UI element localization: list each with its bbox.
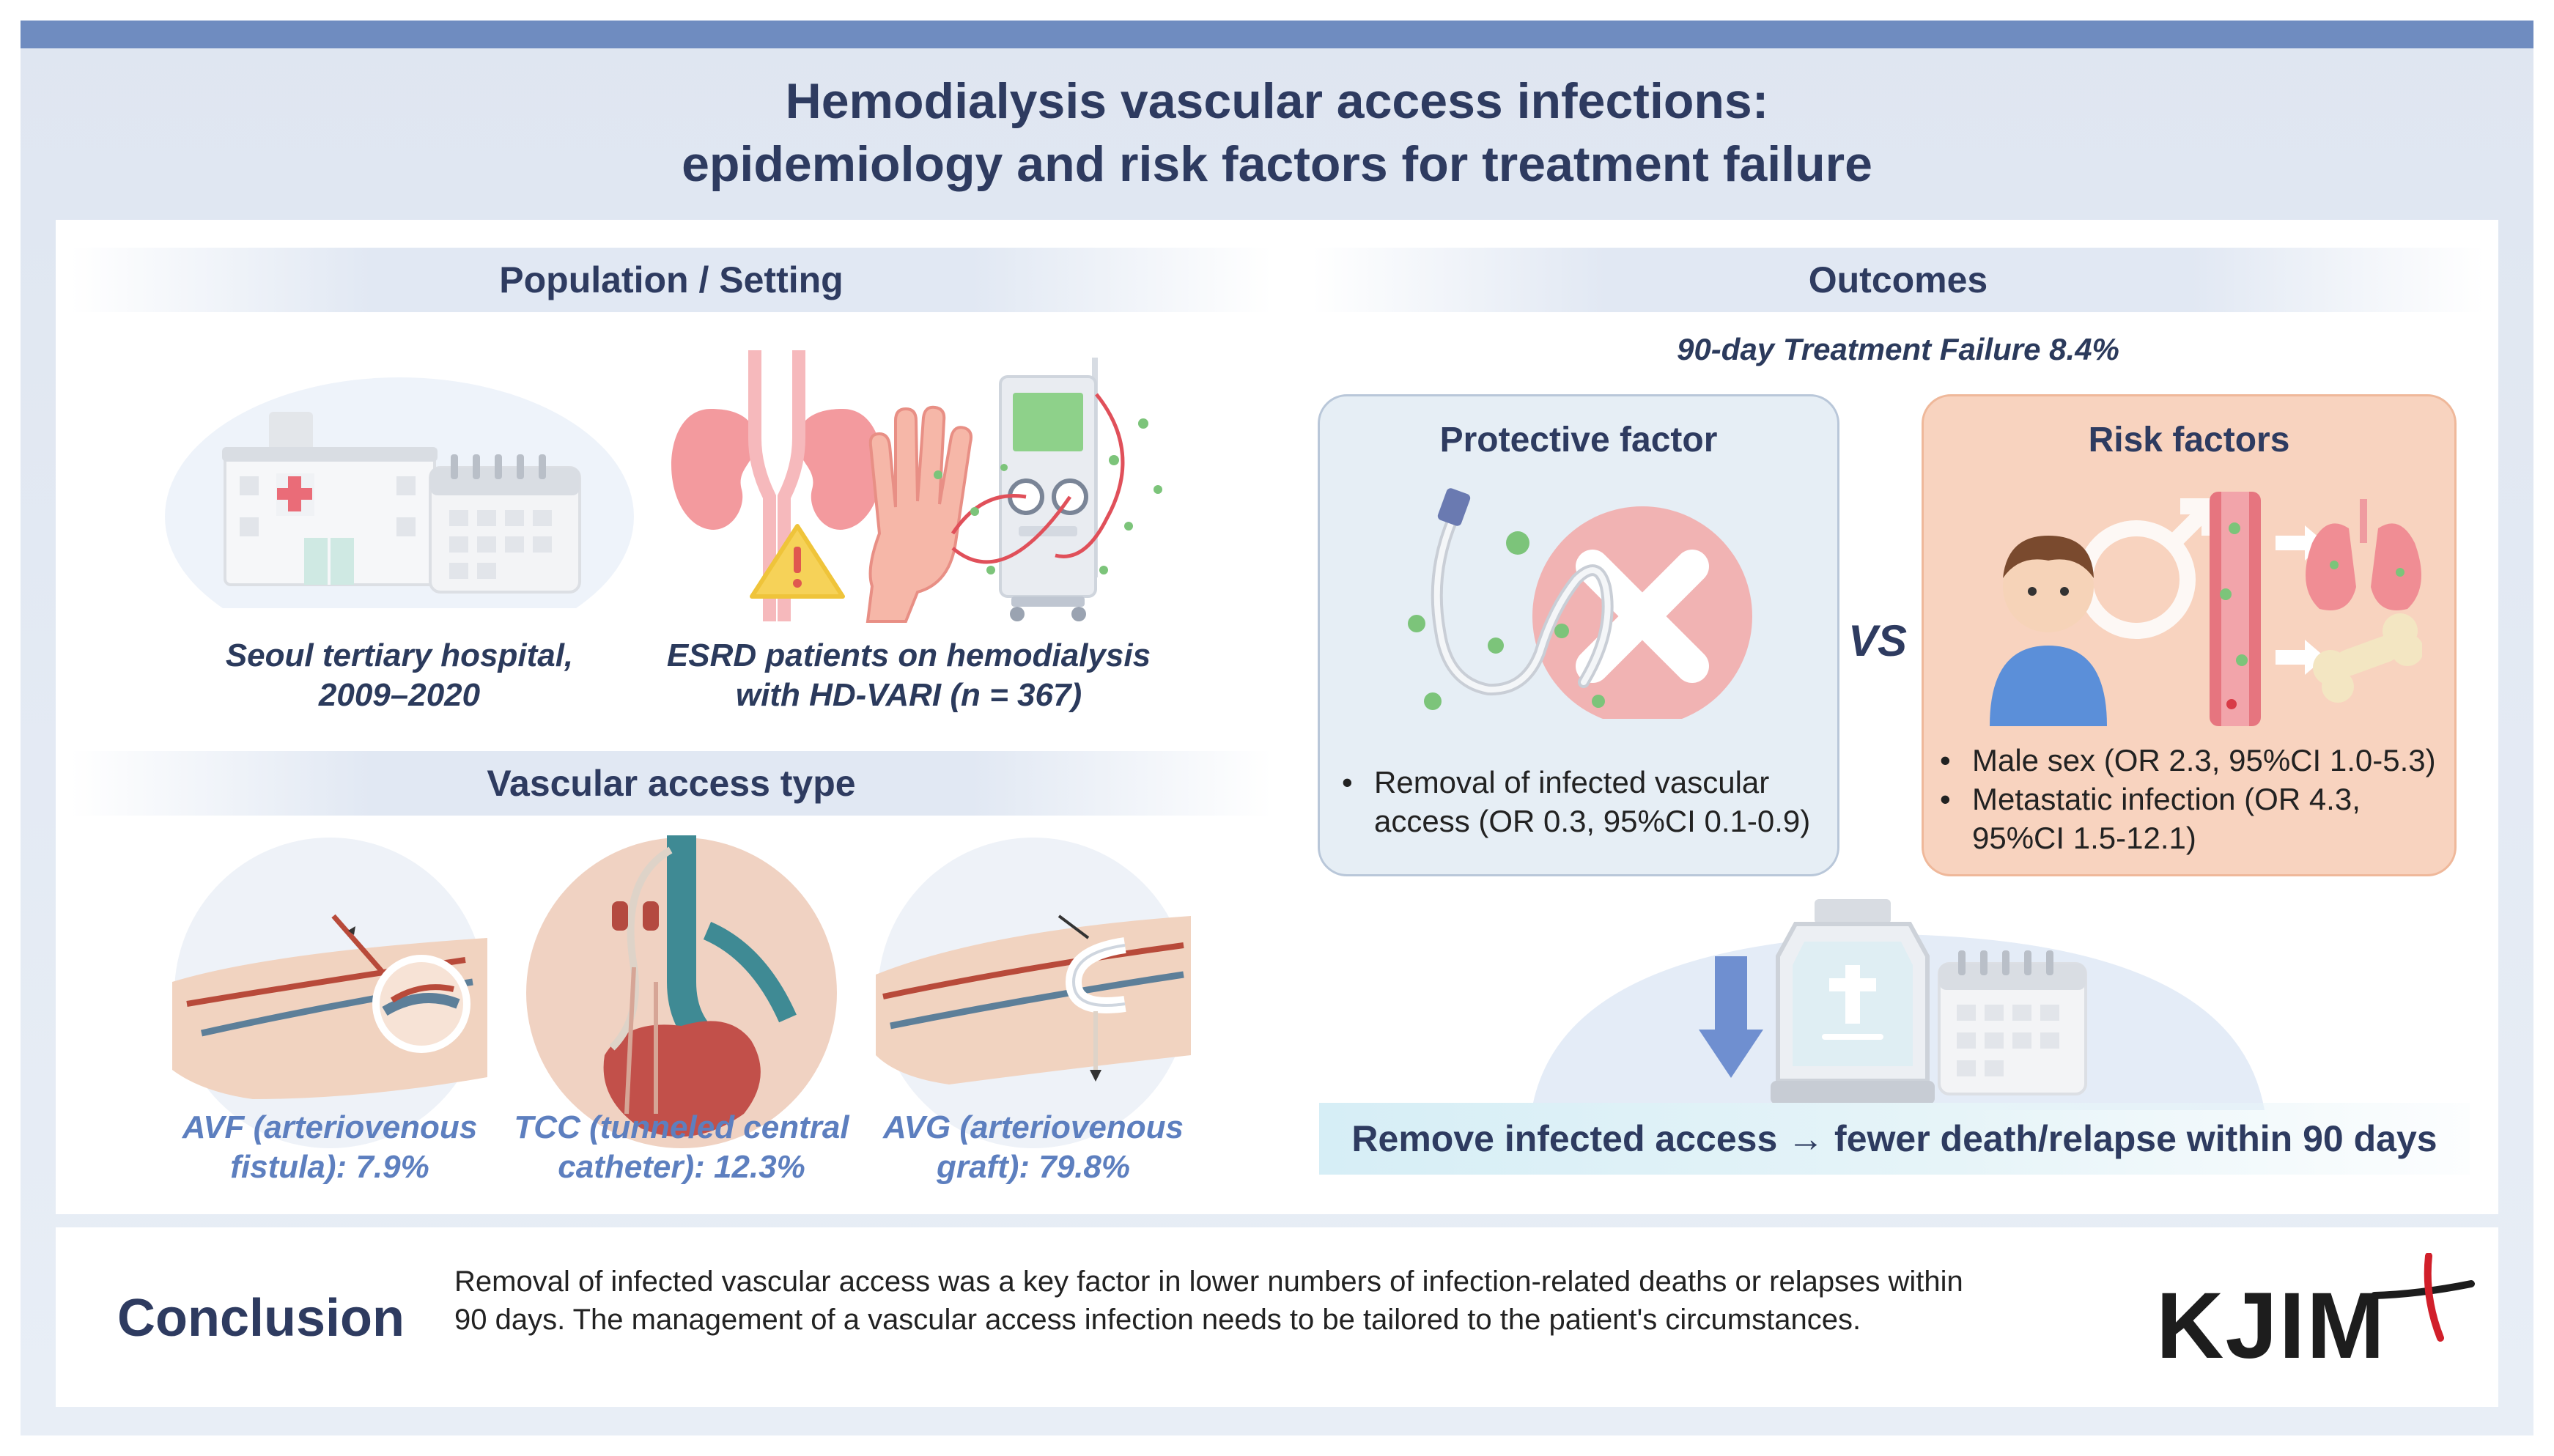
- conclusion-panel: [56, 1227, 2498, 1407]
- top-accent-bar: [21, 21, 2533, 48]
- protective-factor-box: Protective factor Removal of infected va…: [1318, 394, 1839, 876]
- protective-factor-list: Removal of infected vascular access (OR …: [1333, 763, 1824, 840]
- tcc-caption-line-2: catheter): 12.3%: [558, 1149, 805, 1185]
- tombstone-icon: [1771, 899, 1935, 1104]
- male-patient-icon: [1990, 536, 2107, 726]
- risk-factor-item-metastatic: Metastatic infection (OR 4.3, 95%CI 1.5-…: [1931, 780, 2444, 857]
- avf-caption-line-1: AVF (arteriovenous: [182, 1109, 478, 1145]
- outcome-summary-banner: Remove infected access → fewer death/rel…: [1319, 1103, 2470, 1175]
- hospital-icon: [222, 412, 438, 586]
- patients-caption-line-2: with HD-VARI (n = 367): [735, 677, 1082, 713]
- tcc-illustration: [526, 835, 837, 1148]
- patients-caption-line-1: ESRD patients on hemodialysis: [666, 638, 1151, 673]
- infographic-title: Hemodialysis vascular access infections:…: [0, 70, 2554, 196]
- lungs-icon: [2306, 499, 2421, 610]
- avf-illustration: [172, 838, 487, 1148]
- hospital-caption-line-2: 2009–2020: [318, 677, 481, 713]
- bacteria-dots: [934, 418, 1162, 574]
- blood-vessel-icon: [2210, 492, 2261, 726]
- down-arrow-icon: [1699, 956, 1763, 1078]
- kidney-icon: [671, 350, 882, 621]
- avg-illustration: [876, 838, 1191, 1148]
- protective-factor-item: Removal of infected vascular access (OR …: [1333, 763, 1824, 840]
- vs-label: VS: [1848, 616, 1908, 665]
- male-symbol-icon: [2077, 498, 2218, 639]
- bacteria-icon: [1408, 531, 1605, 710]
- risk-factor-box: Risk factors: [1922, 394, 2457, 876]
- hospital-calendar-illustration: [165, 377, 634, 608]
- avg-caption-line-1: AVG (arteriovenous: [883, 1109, 1184, 1145]
- hand-icon: [866, 405, 972, 623]
- warning-icon: [750, 524, 845, 599]
- title-line-1: Hemodialysis vascular access infections:: [785, 73, 1769, 129]
- treatment-failure-rate: 90-day Treatment Failure 8.4%: [1677, 332, 2119, 366]
- tcc-caption: TCC (tunneled central catheter): 12.3%: [509, 1108, 854, 1187]
- kjim-logo: KJIM: [2156, 1274, 2386, 1378]
- outcomes-heading: Outcomes: [1312, 248, 2484, 312]
- kjim-logo-mark-icon: [2371, 1253, 2475, 1342]
- avf-caption-line-2: fistula): 7.9%: [230, 1149, 429, 1185]
- population-heading: Population / Setting: [70, 248, 1272, 312]
- hospital-caption-line-1: Seoul tertiary hospital,: [225, 638, 574, 673]
- patients-caption: ESRD patients on hemodialysis with HD-VA…: [645, 636, 1173, 715]
- bone-icon: [2313, 613, 2422, 703]
- calendar-icon: [429, 454, 581, 594]
- tcc-caption-line-1: TCC (tunneled central: [514, 1109, 849, 1145]
- conclusion-text: Removal of infected vascular access was …: [454, 1265, 1963, 1336]
- risk-factor-item-male: Male sex (OR 2.3, 95%CI 1.0-5.3): [1931, 741, 2444, 780]
- conclusion-label: Conclusion: [117, 1289, 405, 1348]
- access-heading: Vascular access type: [70, 751, 1272, 816]
- esrd-hemodialysis-illustration: [671, 350, 1162, 623]
- avg-caption: AVG (arteriovenous graft): 79.8%: [861, 1108, 1206, 1187]
- risk-factor-list: Male sex (OR 2.3, 95%CI 1.0-5.3) Metasta…: [1931, 741, 2444, 857]
- protective-factor-heading: Protective factor: [1439, 421, 1718, 459]
- title-line-2: epidemiology and risk factors for treatm…: [682, 136, 1872, 192]
- avf-caption: AVF (arteriovenous fistula): 7.9%: [158, 1108, 502, 1187]
- risk-factors-illustration: [1990, 492, 2422, 726]
- avg-caption-line-2: graft): 79.8%: [936, 1149, 1131, 1185]
- calendar-icon-outcomes: [1938, 950, 2087, 1095]
- risk-factor-heading: Risk factors: [2088, 421, 2290, 459]
- dialysis-machine-icon: [999, 358, 1098, 621]
- catheter-removal-illustration: [1408, 488, 1752, 719]
- hospital-caption: Seoul tertiary hospital, 2009–2020: [158, 636, 641, 715]
- blood-tubing: [951, 393, 1125, 564]
- mortality-relapse-illustration: [1532, 899, 2265, 1110]
